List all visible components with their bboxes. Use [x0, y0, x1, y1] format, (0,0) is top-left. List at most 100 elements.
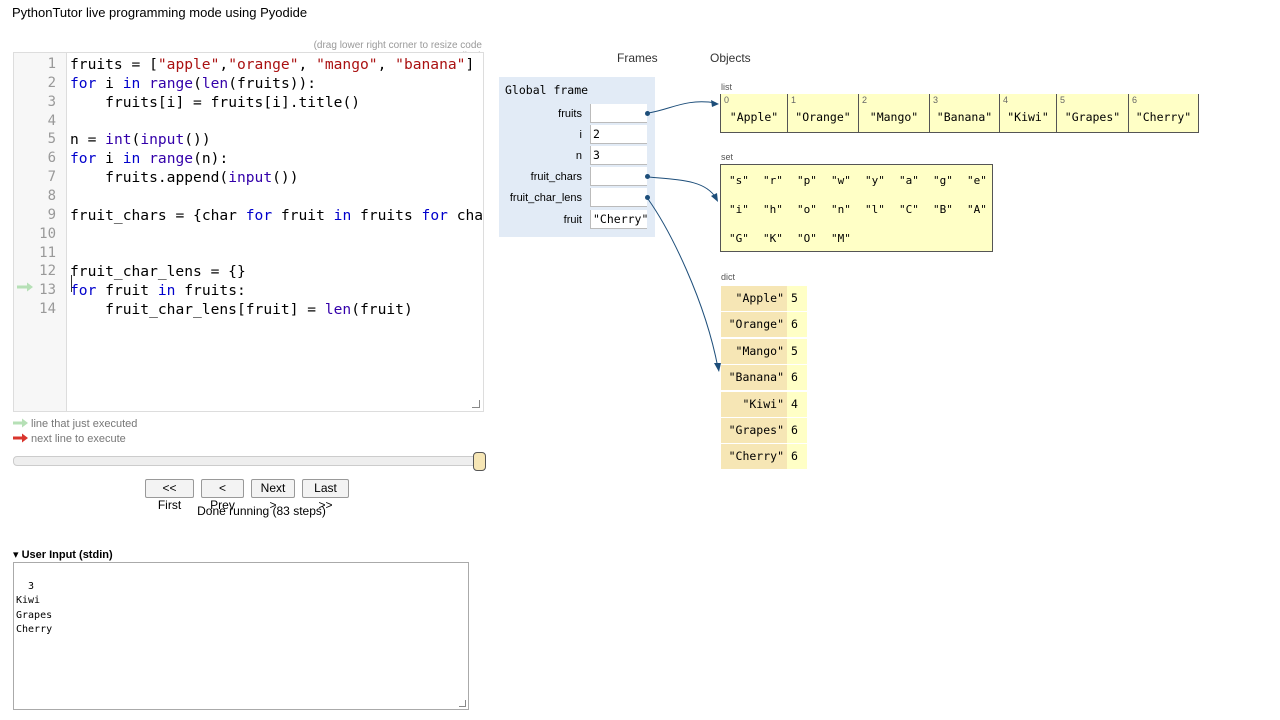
line-number: 3 [47, 93, 56, 110]
frame-var-value [590, 167, 647, 186]
list-value: "Mango" [869, 110, 919, 124]
dict-value: 5 [787, 286, 807, 311]
set-element: "o" [797, 203, 817, 216]
pointer-dot [645, 174, 650, 179]
set-element: "B" [933, 203, 953, 216]
list-value: "Banana" [936, 110, 993, 124]
fruit-char-lens-pointer-arrow-head [714, 363, 721, 372]
list-index: 6 [1132, 95, 1138, 105]
set-element: "i" [729, 203, 749, 216]
code-line[interactable]: fruit_chars = {char for fruit in fruits … [70, 206, 484, 224]
fruits-pointer-arrow-head [711, 100, 719, 107]
stdin-textarea[interactable]: 3 Kiwi Grapes Cherry [13, 562, 469, 710]
dict-value: 4 [787, 391, 807, 417]
set-element: "O" [797, 232, 817, 245]
code-line[interactable]: for i in range(len(fruits)): [70, 74, 317, 92]
dict-value: 6 [787, 312, 807, 338]
set-type-label: set [721, 152, 734, 162]
list-value: "Grapes" [1064, 110, 1121, 124]
set-element: "A" [967, 203, 987, 216]
editor-resize-handle[interactable] [472, 400, 480, 408]
execution-slider[interactable] [13, 456, 485, 466]
list-value: "Orange" [795, 110, 851, 124]
code-line[interactable]: n = int(input()) [70, 131, 211, 149]
pointer-dot [645, 111, 650, 116]
set-element: "p" [797, 174, 817, 187]
dict-key: "Cherry" [721, 444, 787, 470]
list-cell: 2"Mango" [859, 94, 930, 132]
global-frame-title: Global frame [505, 83, 589, 97]
list-index: 3 [933, 95, 939, 105]
code-line[interactable]: fruit_char_lens = {} [70, 263, 246, 281]
code-line[interactable]: fruits = ["apple","orange", "mango", "ba… [70, 56, 475, 73]
dict-key: "Orange" [721, 312, 787, 338]
set-element: "K" [763, 232, 783, 245]
dict-value: 6 [787, 444, 807, 470]
set-element: "s" [729, 174, 749, 187]
code-line[interactable]: fruit_char_lens[fruit] = len(fruit) [105, 301, 413, 319]
fruits-pointer-arrow [647, 101, 717, 114]
last-button[interactable]: Last >> [302, 479, 349, 512]
red-arrow-icon [13, 433, 28, 443]
legend-next-line-label: next line to execute [31, 433, 126, 445]
list-index: 4 [1003, 95, 1009, 105]
line-number: 2 [47, 74, 56, 91]
line-number: 10 [39, 225, 56, 242]
frame-var-value: 2 [590, 125, 647, 144]
legend-just-executed-label: line that just executed [31, 418, 138, 430]
set-element: "g" [933, 174, 953, 187]
prev-button[interactable]: < Prev [201, 479, 244, 512]
line-number: 13 [39, 282, 56, 299]
list-cell: 5"Grapes" [1057, 94, 1129, 132]
list-cell: 1 "Orange" [788, 94, 859, 132]
next-button[interactable]: Next > [251, 479, 295, 512]
frame-var-name: fruits [558, 108, 582, 120]
dict-value: 6 [787, 365, 807, 391]
stdin-resize-handle[interactable] [459, 700, 466, 707]
line-number: 12 [39, 263, 56, 280]
stdin-toggle[interactable]: ▾ User Input (stdin) [13, 549, 113, 561]
frame-var-value: "Cherry" [590, 210, 648, 229]
code-line[interactable]: fruits.append(input()) [105, 169, 299, 187]
line-number: 6 [47, 150, 56, 167]
frame-var-name: fruit_chars [530, 171, 582, 183]
frame-var-name: fruit [563, 214, 582, 226]
code-area[interactable]: fruits = ["apple","orange", "mango", "ba… [70, 53, 483, 411]
list-index: 1 [791, 95, 797, 105]
pointer-dot [645, 195, 650, 200]
code-line[interactable]: for fruit in fruits: [70, 282, 246, 300]
code-line[interactable]: for i in range(n): [70, 150, 229, 168]
line-number: 4 [47, 112, 56, 129]
line-number: 1 [47, 56, 56, 72]
set-element: "a" [899, 174, 919, 187]
legend-just-executed: line that just executed [13, 418, 137, 431]
list-index: 2 [862, 95, 868, 105]
dict-type-label: dict [721, 272, 736, 282]
fruit-chars-pointer-arrow-head [711, 193, 718, 202]
frame-var-name: n [575, 150, 582, 162]
code-line[interactable]: fruits[i] = fruits[i].title() [105, 93, 361, 111]
list-value: "Cherry" [1135, 110, 1192, 124]
set-element: "n" [831, 203, 851, 216]
stdin-text: 3 Kiwi Grapes Cherry [16, 580, 53, 636]
set-element: "h" [763, 203, 783, 216]
line-number: 11 [39, 244, 56, 261]
frame-var-value: 3 [590, 146, 647, 165]
fruit-char-lens-pointer-arrow [647, 198, 719, 369]
set-element: "G" [729, 232, 749, 245]
first-button[interactable]: << First [145, 479, 194, 512]
execution-slider-handle[interactable] [473, 452, 486, 471]
dict-value: 6 [787, 418, 807, 443]
list-cell: 4 "Kiwi" [1000, 94, 1057, 132]
objects-header: Objects [710, 51, 751, 65]
list-index: 0 [724, 95, 730, 105]
list-value: "Kiwi" [1007, 110, 1049, 124]
list-value: "Apple" [729, 110, 779, 124]
frame-var-name: fruit_char_lens [509, 192, 582, 204]
dict-key: "Kiwi" [721, 391, 787, 417]
frame-var-value [590, 188, 647, 207]
dict-key: "Grapes" [721, 418, 787, 443]
list-cell: 6 "Cherry" [1129, 94, 1199, 132]
